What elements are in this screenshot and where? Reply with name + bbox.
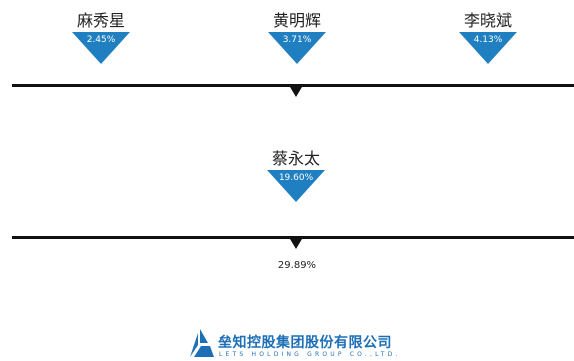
shareholding-percent: 2.45% bbox=[86, 35, 116, 45]
company-logo-mark-icon bbox=[190, 329, 214, 357]
shareholder-node-2: 黄明辉 3.71% bbox=[237, 11, 357, 64]
triangle-shape bbox=[72, 32, 130, 64]
shareholder-name: 麻秀星 bbox=[76, 11, 125, 30]
controlling-shareholder-node: 蔡永太 19.60% bbox=[236, 149, 356, 202]
shareholding-percent: 4.13% bbox=[473, 35, 503, 45]
down-arrow-icon bbox=[290, 239, 302, 249]
shareholder-name: 蔡永太 bbox=[271, 149, 320, 168]
down-arrow-icon bbox=[290, 87, 302, 97]
shareholder-node-3: 李晓斌 4.13% bbox=[428, 11, 548, 64]
company-logo: 垒知控股集团股份有限公司 LETS HOLDING GROUP CO.,LTD. bbox=[188, 329, 428, 359]
total-shareholding-percent: 29.89% bbox=[277, 260, 317, 271]
triangle-shape bbox=[459, 32, 517, 64]
shareholder-node-1: 麻秀星 2.45% bbox=[41, 11, 161, 64]
shareholding-triangle: 19.60% bbox=[267, 170, 325, 202]
connector-line-bottom bbox=[12, 236, 574, 239]
company-name-chinese: 垒知控股集团股份有限公司 bbox=[218, 335, 392, 351]
shareholding-triangle: 2.45% bbox=[72, 32, 130, 64]
shareholder-name: 李晓斌 bbox=[463, 11, 512, 30]
triangle-shape bbox=[267, 170, 325, 202]
shareholder-name: 黄明辉 bbox=[272, 11, 321, 30]
triangle-shape bbox=[268, 32, 326, 64]
shareholding-percent: 19.60% bbox=[278, 173, 314, 183]
shareholding-percent: 3.71% bbox=[282, 35, 312, 45]
company-name-english: LETS HOLDING GROUP CO.,LTD. bbox=[219, 351, 401, 358]
shareholding-triangle: 4.13% bbox=[459, 32, 517, 64]
shareholding-triangle: 3.71% bbox=[268, 32, 326, 64]
connector-line-top bbox=[12, 84, 574, 87]
